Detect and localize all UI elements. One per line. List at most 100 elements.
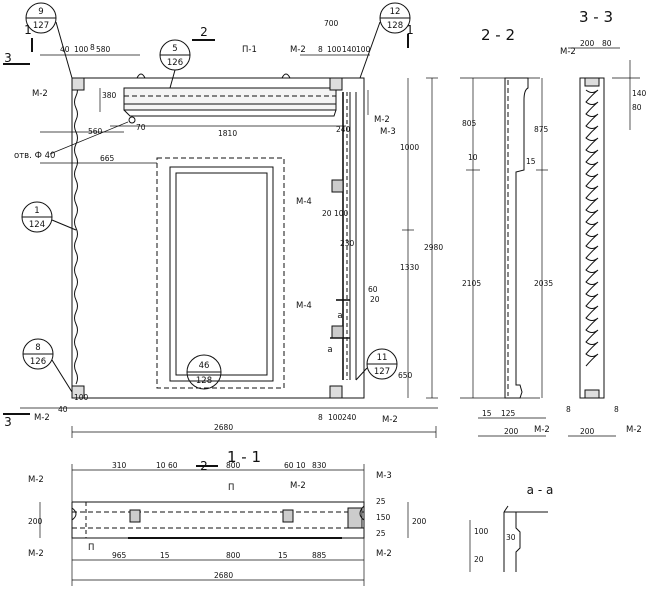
callout-top: 8	[35, 343, 40, 353]
callout-bottom: 128	[196, 376, 212, 386]
callout-top: 1	[34, 206, 39, 216]
callout-top: 5	[172, 44, 177, 54]
dim-label: 200	[580, 39, 595, 48]
dim-label: 2980	[424, 243, 443, 252]
dim-label: 10	[468, 153, 478, 162]
section-1-1-title: 1 - 1	[227, 448, 261, 466]
dim-label: 70	[136, 123, 146, 132]
dim-label: 800	[226, 551, 241, 560]
cut-mark-label: а	[337, 311, 342, 321]
dim-label: 8	[566, 405, 571, 414]
dim-label: 2680	[214, 571, 233, 580]
dim-label: 240	[336, 125, 351, 134]
dim-label: 20	[474, 555, 484, 564]
mark-label: М-4	[296, 197, 312, 207]
dim-label: 80	[632, 103, 642, 112]
section-3-3	[568, 48, 640, 436]
cut-mark-label: 3	[4, 51, 12, 65]
dim-label: 40	[60, 45, 70, 54]
callout-circles	[22, 3, 410, 392]
callout-bottom: 124	[29, 220, 45, 230]
dim-label: 200	[580, 427, 595, 436]
dim-label: 10	[156, 461, 166, 470]
dim-label: 100	[474, 527, 489, 536]
dim-label: 60	[284, 461, 294, 470]
section-2-2	[460, 78, 548, 436]
mark-label: М-3	[380, 127, 396, 137]
section-a-a	[470, 506, 548, 572]
dim-label: 200	[504, 427, 519, 436]
mark-label: М-2	[560, 47, 576, 57]
dim-label: 20	[322, 209, 332, 218]
dim-label: 15	[278, 551, 288, 560]
section-3-3-title: 3 - 3	[579, 8, 613, 26]
callout-top: 12	[390, 7, 401, 17]
dim-label: 25	[376, 497, 386, 506]
mark-label: П	[228, 483, 234, 493]
dim-label: 580	[96, 45, 111, 54]
dim-label: 200	[28, 517, 43, 526]
mark-label: М-2	[290, 45, 306, 55]
dim-label: 1810	[218, 129, 237, 138]
callout-top: 9	[38, 7, 43, 17]
dim-label: 2680	[214, 423, 233, 432]
dim-label: 830	[312, 461, 327, 470]
cut-mark-label: 1	[24, 23, 32, 37]
door-opening	[170, 167, 273, 381]
dim-label: 700	[324, 19, 339, 28]
dim-label: 1000	[400, 143, 419, 152]
dim-label: 10	[296, 461, 306, 470]
dim-label: 800	[226, 461, 241, 470]
callout-bottom: 128	[387, 21, 403, 31]
callout-bottom: 126	[167, 58, 183, 68]
dim-label: 140	[632, 89, 647, 98]
cut-mark-label: 3	[4, 415, 12, 429]
callout-bottom: 127	[33, 21, 49, 31]
mark-label: М-2	[626, 425, 642, 435]
dim-label: 15	[482, 409, 492, 418]
cut-mark-label: 2	[200, 25, 208, 39]
panel-outline	[72, 78, 364, 398]
dim-label: 310	[112, 461, 127, 470]
dim-label: 875	[534, 125, 549, 134]
callout-bottom: 127	[374, 367, 390, 377]
callout-top: 11	[377, 353, 388, 363]
dim-label: 8	[318, 45, 323, 54]
mark-label: М-2	[28, 475, 44, 485]
dim-label: 40	[58, 405, 68, 414]
mark-label: М-2	[290, 481, 306, 491]
main-elevation	[72, 74, 364, 398]
dim-label: 650	[398, 371, 413, 380]
mark-label: М-2	[32, 89, 48, 99]
dim-label: 8	[90, 43, 95, 52]
callout-bottom: 126	[30, 357, 46, 367]
cut-mark-label: а	[327, 345, 332, 355]
dim-label: 560	[88, 127, 103, 136]
callout-top: 46	[199, 361, 210, 371]
dim-label: 1330	[400, 263, 419, 272]
mark-label: М-2	[534, 425, 550, 435]
mark-label: М-2	[376, 549, 392, 559]
dim-label: 965	[112, 551, 127, 560]
dim-label: 200	[412, 517, 427, 526]
dim-label: 885	[312, 551, 327, 560]
dim-label: 380	[102, 91, 117, 100]
mark-label: М-3	[376, 471, 392, 481]
section-1-1	[40, 464, 408, 586]
dim-label: 240	[342, 413, 357, 422]
panel-left-edge	[75, 84, 78, 384]
dim-label: 100	[74, 45, 89, 54]
mark-label: М-2	[28, 549, 44, 559]
door-opening-dashed	[157, 158, 284, 388]
dim-label: 8	[614, 405, 619, 414]
dim-label: 2105	[462, 279, 481, 288]
dim-label: 30	[506, 533, 516, 542]
dim-label: 230	[340, 239, 355, 248]
dim-label: 15	[526, 157, 536, 166]
mark-label: М-2	[34, 413, 50, 423]
dim-label: 665	[100, 154, 115, 163]
dim-label: 15	[160, 551, 170, 560]
dim-label: 100	[328, 413, 343, 422]
dim-label: 20	[370, 295, 380, 304]
